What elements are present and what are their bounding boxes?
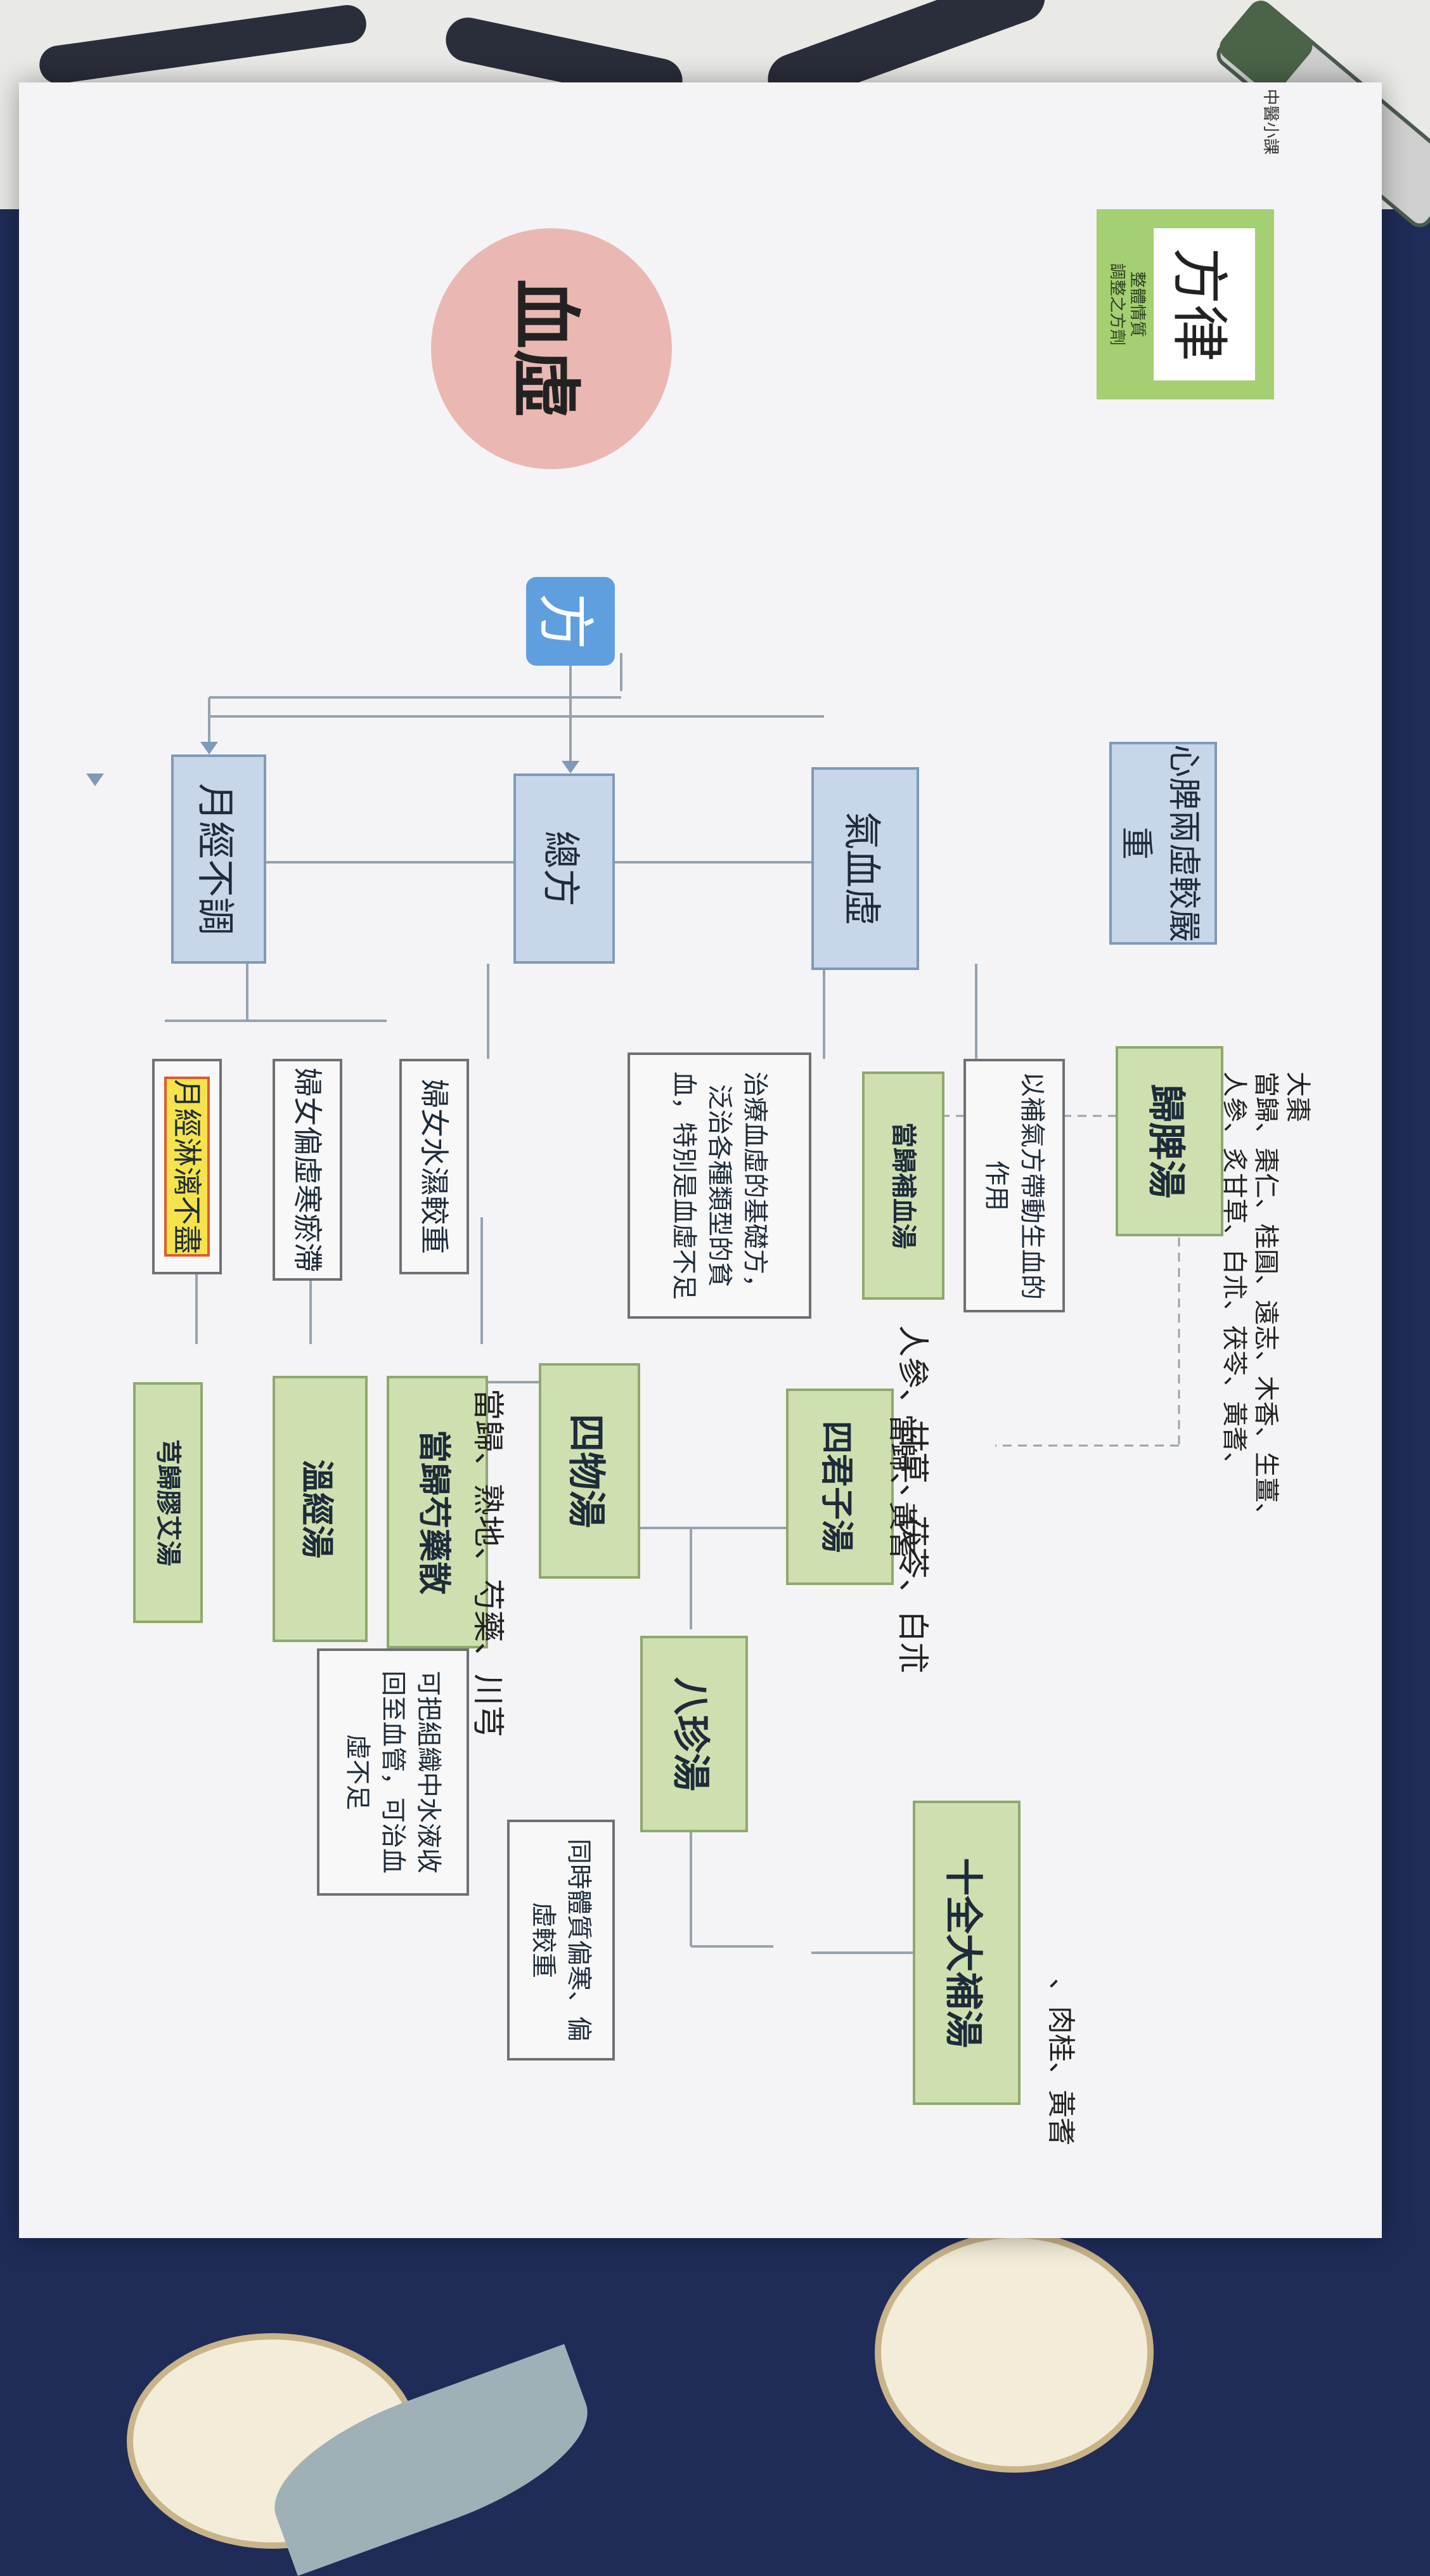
desc-zongfang: 治療血虛的基礎方，泛治各種類型的貧血，特別是血虛不足 <box>628 1052 811 1319</box>
node-danggui-buxue-tang: 當歸補血湯 <box>862 1071 944 1300</box>
title-circle: 血虛 <box>431 228 672 469</box>
desc-funv-pianhan: 婦女偏虛寒瘀滯 <box>273 1059 342 1281</box>
desc-yuejing-linli-text: 月經淋漓不盡 <box>166 1068 208 1265</box>
herbs-guipi-line-3: 大棗 <box>1283 1071 1312 1122</box>
herbs-sijunzi: 人參、甘草、茯苓、白朮 <box>894 1325 931 1674</box>
logo-caption-line-2: 調整之方劑 <box>1107 262 1126 346</box>
desc-shuishi: 可把組織中水液收回至血管，可治血虛不足 <box>317 1648 469 1896</box>
desc-funv-shiyu: 婦女水濕較重 <box>399 1059 469 1274</box>
logo-caption-line-1: 整體情質 <box>1128 271 1147 337</box>
node-xinpi-liangxu: 心脾兩虛較嚴重 <box>1109 742 1217 945</box>
desc-danggui-buxue: 以補氣方帶動生血的作用 <box>963 1059 1065 1312</box>
node-guipi-tang: 歸脾湯 <box>1116 1046 1223 1236</box>
node-yuejing-butiao: 月經不調 <box>171 754 266 964</box>
node-qixuexu: 氣血虛 <box>811 767 919 970</box>
herbs-shiquan: 、肉桂、黃耆 <box>1045 1978 1077 2146</box>
node-xiongguijiaoai-tang: 芎歸膠艾湯 <box>133 1382 203 1623</box>
desc-funv-pianhan-text: 婦女偏虛寒瘀滯 <box>290 1068 325 1272</box>
desc-funv-shiyu-text: 婦女水濕較重 <box>417 1079 451 1254</box>
desc-yuejing-linli: 月經淋漓不盡 <box>152 1059 222 1274</box>
cloud-decoration <box>875 2232 1154 2473</box>
herbs-guipi-line-2: 當歸、棗仁、桂圓、遠志、木香、生薑、 <box>1251 1071 1280 1528</box>
diagram-paper: 中醫小課 方律 整體情質 調整之方劑 血虛 方 月經不調 總方 氣血虛 心脾兩虛… <box>19 82 1382 2238</box>
logo-glyph: 方律 <box>1154 228 1255 380</box>
fang-badge: 方 <box>526 577 615 666</box>
node-sijunzi-tang: 四君子湯 <box>786 1388 894 1585</box>
logo-caption: 整體情質 調整之方劑 <box>1107 209 1147 399</box>
fabric-pattern <box>37 3 369 86</box>
node-wenjing-tang: 溫經湯 <box>273 1376 368 1642</box>
node-siwu-tang: 四物湯 <box>539 1363 640 1579</box>
node-shiquan-dabu-tang: 十全大補湯 <box>913 1801 1021 2105</box>
herbs-siwu: 當歸、熟地、芍藥、川芎 <box>470 1388 506 1737</box>
desc-bazhen: 同時體質偏寒、偏虛較重 <box>507 1820 615 2061</box>
node-bazhen-tang: 八珍湯 <box>640 1636 748 1832</box>
logo: 方律 整體情質 調整之方劑 <box>1097 209 1274 399</box>
node-zongfang: 總方 <box>513 773 615 964</box>
brand-label: 中醫小課 <box>1261 89 1280 155</box>
